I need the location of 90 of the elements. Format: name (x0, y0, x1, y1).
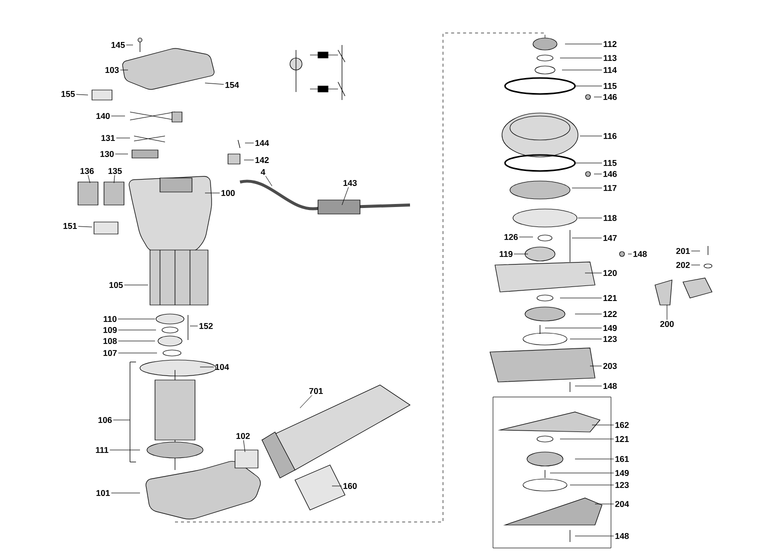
leader-line (78, 226, 92, 228)
callout-number: 148 (603, 383, 617, 389)
callout-number: 108 (103, 338, 117, 344)
callout-number: 148 (633, 251, 647, 257)
callout-number: 155 (61, 91, 75, 97)
callout-number: 103 (105, 67, 119, 73)
callout-number: 136 (80, 168, 94, 174)
leader-line (691, 250, 700, 252)
leader-line (124, 284, 148, 286)
leader-line (200, 366, 214, 368)
callout-number: 100 (221, 190, 235, 196)
leader-line (76, 94, 88, 96)
callout-number: 154 (225, 82, 240, 88)
callout-number: 118 (604, 215, 617, 221)
leader-line (204, 192, 220, 194)
callout-number: 121 (603, 295, 617, 301)
leader-line (666, 304, 668, 320)
leader-line (300, 394, 312, 408)
leader-line (126, 44, 134, 46)
callout-number: 115 (604, 83, 617, 89)
callout-number: 145 (111, 42, 125, 48)
leader-line (574, 162, 602, 164)
leader-line (691, 264, 700, 266)
leader-line (592, 424, 614, 426)
callout-number: 102 (236, 433, 250, 439)
callout-number: 135 (108, 168, 122, 174)
callout-number: 161 (615, 456, 629, 462)
callout-number: 162 (615, 422, 629, 428)
callout-number: 117 (604, 185, 616, 191)
callout-number: 123 (615, 482, 629, 488)
leader-line (244, 142, 254, 144)
callout-number: 146 (603, 171, 617, 177)
callout-number: 147 (603, 235, 617, 241)
leader-line (550, 472, 614, 474)
leader-line (114, 174, 115, 184)
leader-line (118, 318, 156, 320)
callout-number: 148 (615, 533, 629, 539)
callout-number: 113 (604, 55, 617, 61)
callout-number: 152 (199, 323, 213, 329)
callout-number: 201 (676, 248, 690, 254)
callout-number: 110 (104, 316, 116, 322)
callout-number: 104 (215, 364, 230, 370)
leader-line (570, 338, 602, 340)
callout-number: 122 (603, 311, 617, 317)
leader-line (342, 186, 349, 206)
callout-number: 130 (100, 151, 114, 157)
callout-number: 105 (109, 282, 123, 288)
leader-line (594, 96, 602, 98)
leader-line (584, 272, 602, 274)
callout-number: 121 (615, 436, 629, 442)
callout-number: 111 (96, 447, 108, 453)
callout-number: 146 (603, 94, 617, 100)
callout-number: 116 (604, 133, 617, 139)
callout-number: 131 (101, 135, 115, 141)
leader-line (243, 440, 246, 452)
callout-number: 160 (343, 483, 357, 489)
callout-number: 114 (604, 67, 617, 73)
callout-number: 106 (98, 417, 112, 423)
leader-line (519, 236, 534, 238)
callout-number: 149 (615, 470, 629, 476)
callout-number: 142 (255, 157, 269, 163)
callout-number: 200 (660, 321, 674, 327)
leader-line (111, 492, 140, 494)
leader-line (118, 340, 156, 342)
callout-number: 109 (103, 327, 117, 333)
leader-line (570, 484, 614, 486)
callout-number: 4 (260, 169, 266, 175)
leader-line (574, 458, 614, 460)
leader-line (118, 352, 158, 354)
callout-number: 126 (504, 234, 518, 240)
callout-number: 112 (604, 41, 616, 47)
callout-number: 115 (604, 160, 617, 166)
leader-line (88, 174, 90, 184)
callout-number: 203 (603, 363, 617, 369)
callout-number: 144 (255, 140, 270, 146)
callout-number: 701 (309, 388, 323, 394)
callout-number: 140 (96, 113, 110, 119)
callout-number: 119 (500, 251, 513, 257)
callout-number: 202 (676, 262, 690, 268)
callout-number: 101 (96, 490, 110, 496)
callout-number: 120 (603, 270, 617, 276)
callout-number: 123 (603, 336, 617, 342)
leader-line (560, 438, 614, 440)
callout-number: 143 (343, 180, 357, 186)
callout-number: 149 (603, 325, 617, 331)
leader-line (204, 82, 224, 85)
callout-number: 107 (103, 350, 117, 356)
callout-number: 204 (615, 501, 630, 507)
callout-number: 151 (63, 223, 77, 229)
leader-line (265, 176, 272, 186)
